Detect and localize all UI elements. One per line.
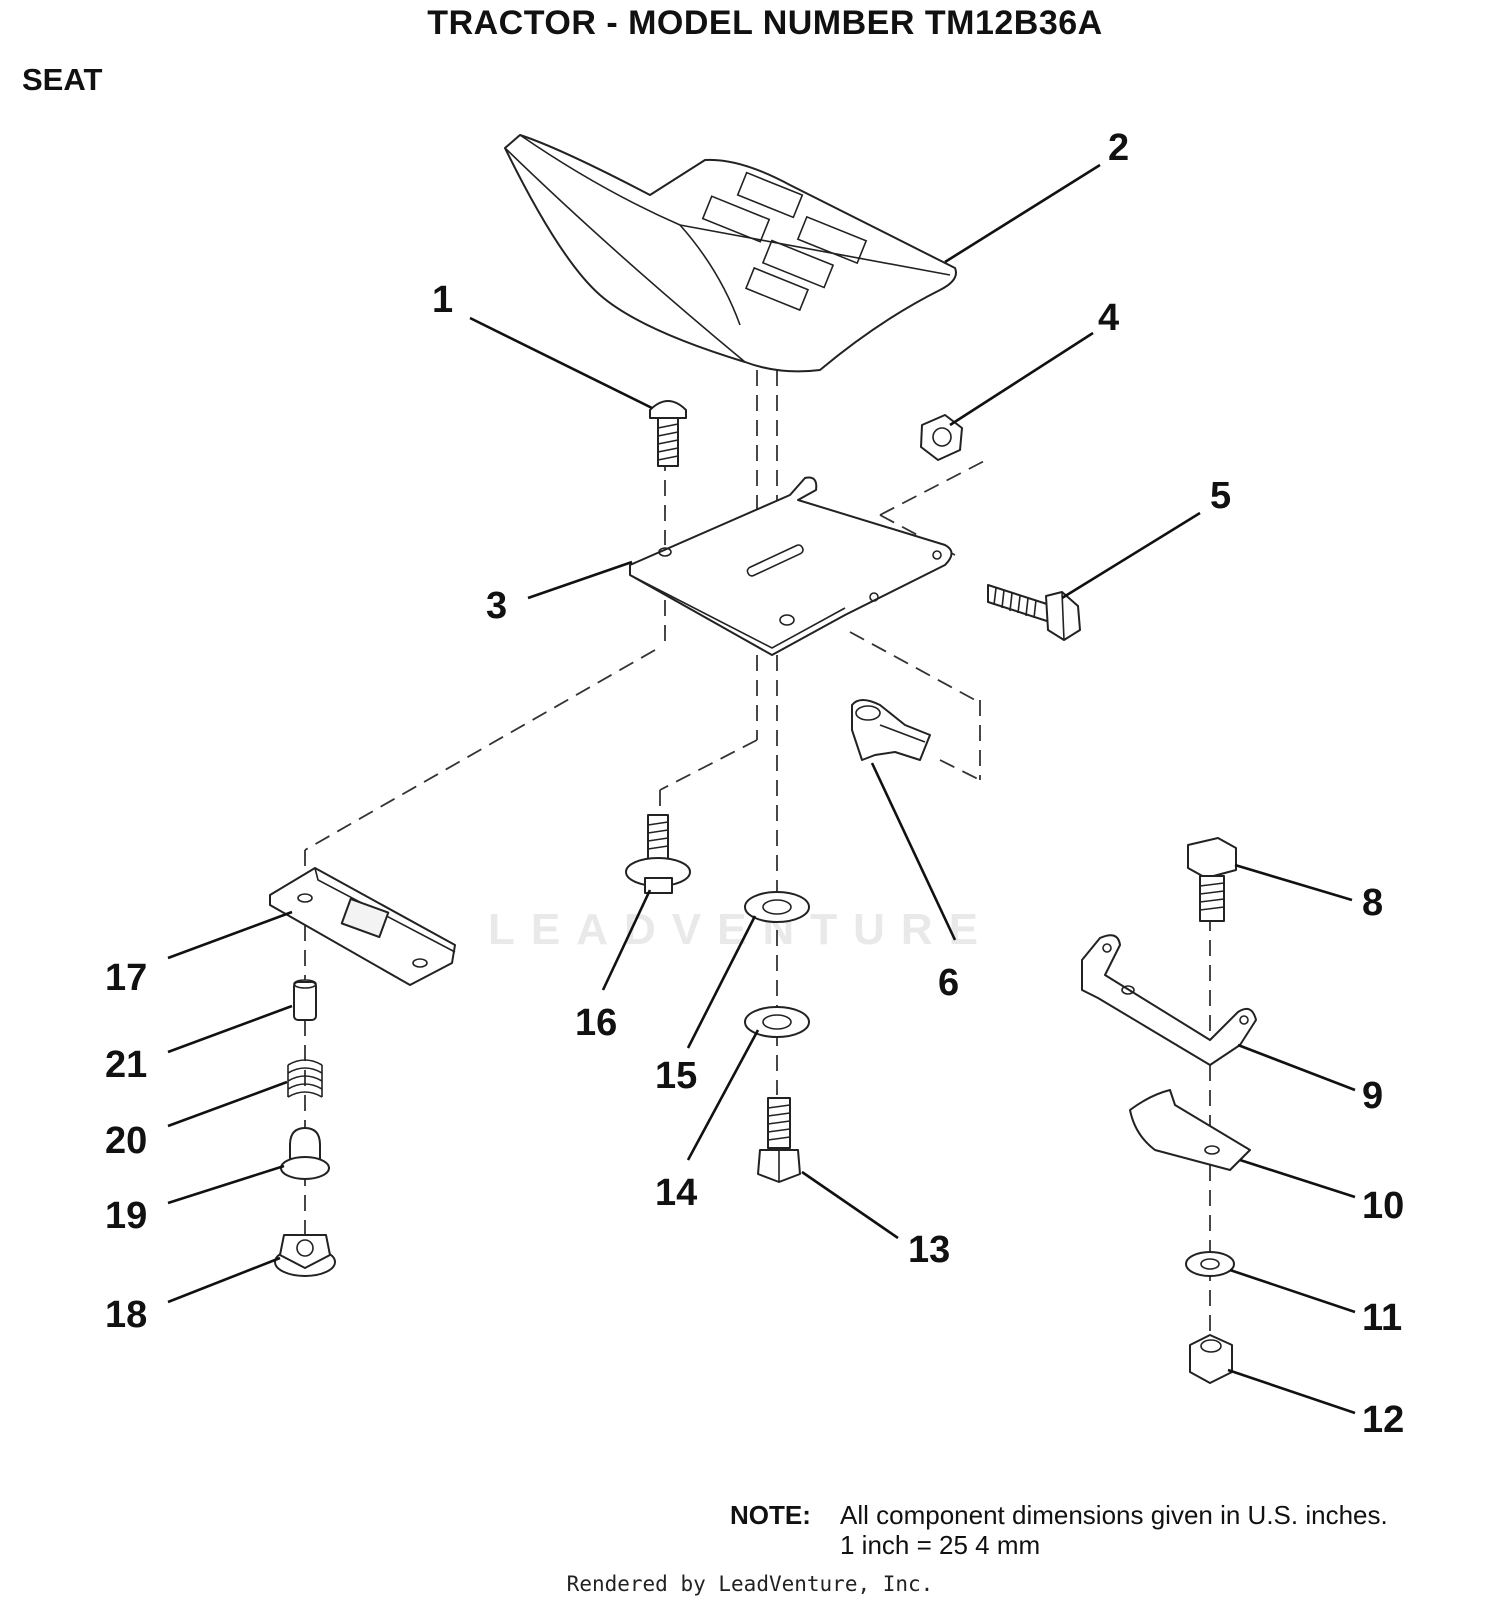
callout-19: 19 bbox=[105, 1195, 147, 1237]
spring-part bbox=[287, 1059, 323, 1098]
callout-9: 9 bbox=[1362, 1075, 1383, 1117]
washer-part-14 bbox=[744, 1006, 810, 1038]
callout-17: 17 bbox=[105, 957, 147, 999]
note-label: NOTE: bbox=[730, 1500, 811, 1530]
callout-numbers: 1 2 3 4 5 6 8 9 10 11 12 13 14 15 16 17 … bbox=[105, 127, 1404, 1441]
hex-bolt-part-5 bbox=[987, 584, 1081, 641]
seat-bracket-part bbox=[629, 476, 953, 656]
diagram-title: TRACTOR - MODEL NUMBER TM12B36A bbox=[427, 4, 1103, 42]
nut-part-4 bbox=[920, 414, 963, 461]
slide-plate-part bbox=[269, 867, 456, 986]
note-line-2: 1 inch = 25 4 mm bbox=[840, 1530, 1041, 1560]
callout-21: 21 bbox=[105, 1044, 147, 1086]
pin-part bbox=[293, 979, 317, 1021]
hex-bolt-part-13 bbox=[757, 1097, 801, 1183]
callout-18: 18 bbox=[105, 1294, 147, 1336]
callout-15: 15 bbox=[655, 1055, 697, 1097]
carriage-bolt-part bbox=[649, 400, 687, 467]
hex-bolt-part-8 bbox=[1187, 837, 1237, 922]
callout-8: 8 bbox=[1362, 882, 1383, 924]
callout-12: 12 bbox=[1362, 1399, 1404, 1441]
callout-5: 5 bbox=[1210, 475, 1231, 517]
washer-part-15 bbox=[744, 891, 810, 923]
callout-1: 1 bbox=[432, 279, 453, 321]
section-label: SEAT bbox=[22, 62, 103, 97]
flange-nut-part bbox=[274, 1234, 336, 1277]
washer-part-11 bbox=[1185, 1251, 1235, 1277]
shoulder-bolt-part bbox=[625, 814, 691, 894]
dimension-note: NOTE: All component dimensions given in U… bbox=[730, 1500, 1388, 1560]
leader-lines bbox=[167, 163, 1356, 1415]
note-line-1: All component dimensions given in U.S. i… bbox=[840, 1500, 1388, 1530]
clip-part bbox=[851, 699, 931, 761]
callout-13: 13 bbox=[908, 1229, 950, 1271]
callout-4: 4 bbox=[1098, 297, 1119, 339]
callout-6: 6 bbox=[938, 962, 959, 1004]
callout-3: 3 bbox=[486, 585, 507, 627]
lock-nut-part bbox=[1189, 1334, 1233, 1384]
callout-16: 16 bbox=[575, 1002, 617, 1044]
seat-part bbox=[504, 134, 957, 373]
callout-11: 11 bbox=[1362, 1297, 1402, 1339]
callout-14: 14 bbox=[655, 1172, 697, 1214]
knob-part bbox=[280, 1127, 330, 1180]
watermark-text: LEADVENTURE bbox=[488, 905, 995, 954]
bracket-part bbox=[1081, 934, 1257, 1066]
tab-plate-part bbox=[1129, 1089, 1251, 1171]
callout-2: 2 bbox=[1108, 127, 1129, 169]
callout-10: 10 bbox=[1362, 1185, 1404, 1227]
render-credit: Rendered by LeadVenture, Inc. bbox=[566, 1572, 934, 1596]
callout-20: 20 bbox=[105, 1120, 147, 1162]
